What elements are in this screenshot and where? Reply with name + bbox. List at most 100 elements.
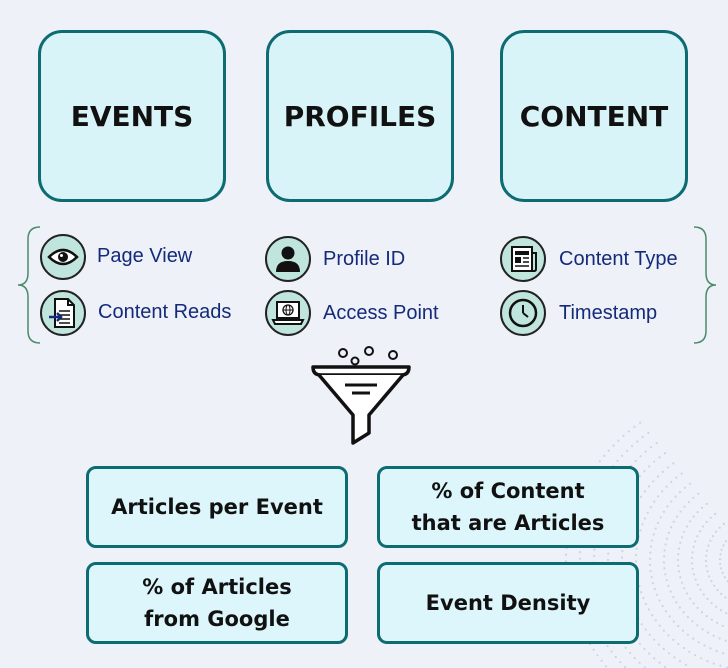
background-dot [648, 652, 651, 655]
background-dot [607, 449, 610, 452]
background-dot [593, 548, 596, 551]
background-dot [649, 569, 652, 573]
background-dot [709, 647, 712, 650]
background-dot [696, 624, 699, 627]
background-dot [715, 605, 718, 608]
background-dot [661, 604, 664, 608]
background-dot [638, 661, 641, 664]
background-dot [690, 556, 694, 559]
background-dot [692, 515, 695, 518]
background-dot [658, 661, 661, 664]
background-dot [720, 548, 723, 551]
background-dot [685, 525, 689, 528]
background-dot [659, 516, 662, 519]
background-dot [672, 620, 675, 623]
profiles-box: PROFILES [266, 30, 454, 202]
background-dot [679, 576, 682, 579]
background-dot [578, 557, 582, 560]
background-dot [672, 638, 675, 641]
background-dot [705, 549, 709, 552]
background-dot [670, 526, 673, 529]
background-dot [653, 587, 656, 591]
background-dot [720, 567, 723, 570]
background-dot [607, 552, 610, 555]
background-dot [657, 643, 660, 646]
background-dot [646, 511, 649, 514]
background-dot [677, 642, 680, 646]
background-dot [691, 551, 694, 554]
background-dot [694, 540, 697, 543]
background-dot [634, 459, 637, 463]
background-dot [644, 602, 648, 606]
metric-event-density: Event Density [377, 562, 639, 644]
background-dot [653, 638, 656, 641]
background-dot [638, 642, 642, 645]
background-dot [651, 539, 654, 542]
background-dot [663, 567, 666, 570]
profile-id-label: Profile ID [323, 248, 406, 270]
background-dot [706, 631, 710, 634]
background-dot [723, 576, 726, 579]
background-dot [696, 535, 699, 538]
background-dot [649, 506, 652, 509]
background-dot [647, 485, 651, 488]
background-dot [657, 495, 660, 498]
background-dot [678, 660, 682, 663]
background-dot [683, 587, 686, 590]
background-dot [636, 440, 639, 443]
background-dot [718, 558, 722, 561]
background-dot [692, 545, 695, 548]
events-title: EVENTS [70, 99, 194, 133]
background-dot [716, 588, 719, 592]
background-dot [634, 560, 638, 563]
background-dot [672, 520, 676, 523]
background-dot [644, 628, 647, 631]
background-dot [622, 434, 625, 437]
background-dot [638, 475, 642, 478]
background-dot [718, 637, 721, 640]
metric-line: from Google [144, 607, 290, 631]
background-dot [639, 455, 642, 458]
background-dot [670, 500, 673, 503]
background-dot [564, 560, 568, 563]
background-dot [673, 656, 676, 659]
background-dot [689, 597, 692, 600]
background-dot [678, 491, 682, 494]
background-dot [650, 576, 653, 579]
background-dot [649, 545, 653, 548]
background-dot [705, 502, 708, 505]
background-dot [643, 490, 647, 493]
background-dot [705, 565, 708, 568]
metric-line: Articles per Event [111, 495, 323, 519]
background-dot [679, 541, 682, 544]
background-dot [716, 621, 719, 625]
background-dot [724, 639, 727, 642]
page-view-label: Page View [97, 245, 193, 267]
background-dot [696, 583, 699, 586]
background-dot [719, 562, 722, 565]
document-icon [40, 290, 86, 336]
laptop-globe-icon [265, 290, 311, 336]
background-dot [648, 557, 652, 560]
background-dot [685, 592, 689, 595]
background-dot [677, 625, 680, 628]
background-dot [598, 460, 602, 463]
background-dot [715, 530, 718, 533]
background-dot [643, 517, 647, 520]
access-point-label: Access Point [323, 302, 439, 324]
content-type-label: Content Type [559, 248, 678, 270]
background-dot [708, 575, 711, 578]
background-dot [655, 442, 658, 445]
background-dot [703, 644, 706, 647]
background-dot [612, 444, 615, 447]
background-dot [593, 555, 596, 558]
background-dot [647, 431, 650, 434]
background-dot [651, 582, 655, 585]
background-dot [633, 656, 636, 660]
left-brace [17, 226, 41, 344]
background-dot [663, 555, 666, 558]
background-dot [675, 476, 678, 479]
background-dot [714, 512, 717, 516]
background-dot [621, 550, 624, 553]
